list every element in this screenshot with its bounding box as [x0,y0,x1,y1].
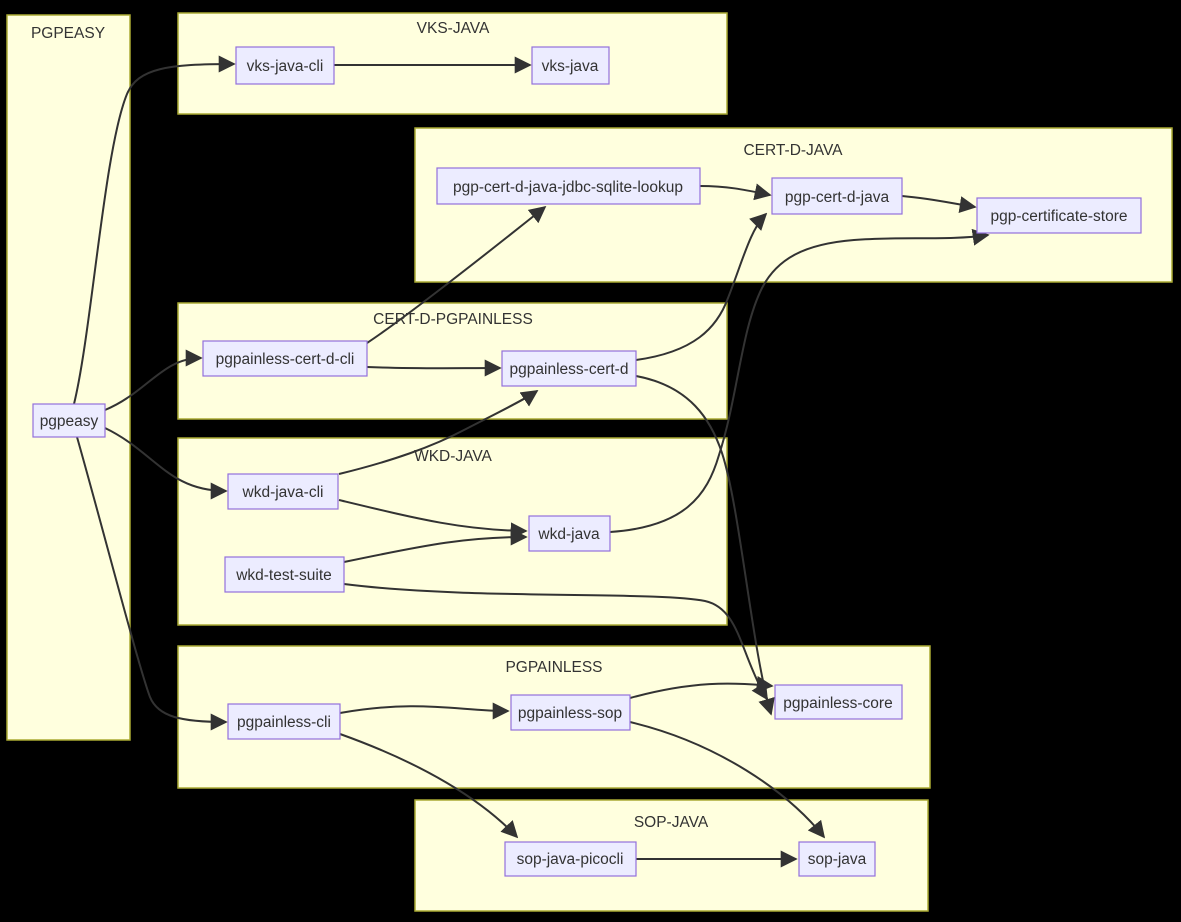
subgraph-wkd-java-title: WKD-JAVA [414,448,492,465]
node-pgp-cert-d-java-jdbc-sqlite-lookup: pgp-cert-d-java-jdbc-sqlite-lookup [436,167,701,205]
node-sop-java-label: sop-java [808,851,867,868]
edge-pgpeasy-to-pgpainless-cli [76,436,228,731]
node-pgpainless-sop: pgpainless-sop [510,694,631,731]
edge-pgpeasy-to-pgpainless-cert-d-cli [104,349,203,411]
node-pgpainless-cli-label: pgpainless-cli [237,714,331,731]
edge-pgpeasy-to-vks-java-cli [73,55,236,405]
node-pgpainless-cert-d: pgpainless-cert-d [501,350,637,387]
node-wkd-java-cli: wkd-java-cli [227,473,339,510]
node-jdbc-sqlite-lookup-box [436,167,701,205]
node-pgp-cert-d-java: pgp-cert-d-java [771,177,903,215]
node-pgpainless-core-label: pgpainless-core [783,695,892,712]
node-vks-java: vks-java [531,46,610,85]
node-wkd-java: wkd-java [528,515,611,552]
node-sop-java: sop-java [798,841,876,877]
node-sop-java-picocli-box [504,841,637,877]
edge-jdbc-sqlite-lookup-to-pgp-cert-d-java [699,183,772,201]
node-pgpainless-cert-d-cli-box [202,340,368,377]
node-pgpainless-core: pgpainless-core [774,684,903,720]
node-vks-java-cli-box [235,46,335,85]
edges [73,55,990,868]
subgraph-wkd-java: WKD-JAVA [177,437,728,626]
node-wkd-test-suite-label: wkd-test-suite [235,567,332,584]
edge-wkd-java-cli-to-pgpainless-cert-d [338,390,539,475]
node-pgpeasy-label: pgpeasy [40,413,99,430]
subgraph-cert-d-java-title: CERT-D-JAVA [743,142,843,159]
node-pgpainless-cert-d-label: pgpainless-cert-d [510,361,629,378]
subgraph-pgpeasy-title: PGPEASY [31,25,105,42]
edge-pgpainless-cli-to-sop-java-picocli [339,733,519,839]
node-pgpainless-sop-label: pgpainless-sop [518,705,622,722]
node-pgpainless-cert-d-cli: pgpainless-cert-d-cli [202,340,368,377]
edge-pgpainless-cli-to-pgpainless-sop [339,702,510,720]
node-wkd-test-suite: wkd-test-suite [224,556,345,593]
subgraph-cert-d-pgpainless-title: CERT-D-PGPAINLESS [373,311,533,328]
node-pgp-certificate-store-label: pgp-certificate-store [991,208,1128,225]
node-wkd-java-box [528,515,611,552]
subgraph-vks-java-title: VKS-JAVA [417,20,490,37]
node-pgp-cert-d-java-label: pgp-cert-d-java [785,189,890,206]
edge-pgpainless-sop-to-sop-java [629,721,826,839]
edge-wkd-test-suite-to-wkd-java [343,528,528,563]
node-pgpainless-cli-box [227,703,341,740]
edge-pgpainless-cert-d-to-pgpainless-core [635,375,775,716]
node-wkd-test-suite-box [224,556,345,593]
node-pgpainless-cli: pgpainless-cli [227,703,341,740]
node-pgp-cert-d-java-box [771,177,903,215]
node-vks-java-label: vks-java [542,58,599,75]
subgraph-pgpeasy: PGPEASY [6,14,131,741]
edge-wkd-java-to-pgp-certificate-store [609,228,990,533]
node-wkd-java-cli-label: wkd-java-cli [242,484,324,501]
subgraph-pgpeasy-box [6,14,131,741]
node-jdbc-sqlite-lookup-label: pgp-cert-d-java-jdbc-sqlite-lookup [453,179,683,196]
edge-pgp-cert-d-java-to-pgp-certificate-store [901,195,977,213]
node-pgpeasy-box [32,403,106,438]
node-vks-java-box [531,46,610,85]
edge-wkd-java-cli-to-wkd-java [338,499,528,540]
edge-pgpeasy-to-wkd-java-cli [104,427,228,500]
edge-wkd-test-suite-to-pgpainless-core [343,583,768,701]
node-pgp-certificate-store: pgp-certificate-store [976,197,1142,234]
subgraph-sop-java-title: SOP-JAVA [634,814,709,831]
edge-pgpainless-cert-d-cli-to-jdbc-sqlite-lookup [366,205,547,344]
node-sop-java-picocli-label: sop-java-picocli [517,851,624,868]
node-vks-java-cli: vks-java-cli [235,46,335,85]
edge-pgpainless-sop-to-pgpainless-core [629,676,774,699]
node-pgpeasy: pgpeasy [32,403,106,438]
edge-pgpainless-cert-d-cli-to-pgpainless-cert-d [366,359,502,377]
subgraph-wkd-java-box [177,437,728,626]
edge-pgpainless-cert-d-to-pgp-cert-d-java [635,212,768,361]
node-sop-java-picocli: sop-java-picocli [504,841,637,877]
subgraph-pgpainless-title: PGPAINLESS [505,659,602,676]
node-pgpainless-core-box [774,684,903,720]
node-pgp-certificate-store-box [976,197,1142,234]
node-wkd-java-label: wkd-java [537,526,600,543]
node-pgpainless-sop-box [510,694,631,731]
node-pgpainless-cert-d-box [501,350,637,387]
node-sop-java-box [798,841,876,877]
node-wkd-java-cli-box [227,473,339,510]
node-vks-java-cli-label: vks-java-cli [247,58,324,75]
node-pgpainless-cert-d-cli-label: pgpainless-cert-d-cli [216,351,355,368]
